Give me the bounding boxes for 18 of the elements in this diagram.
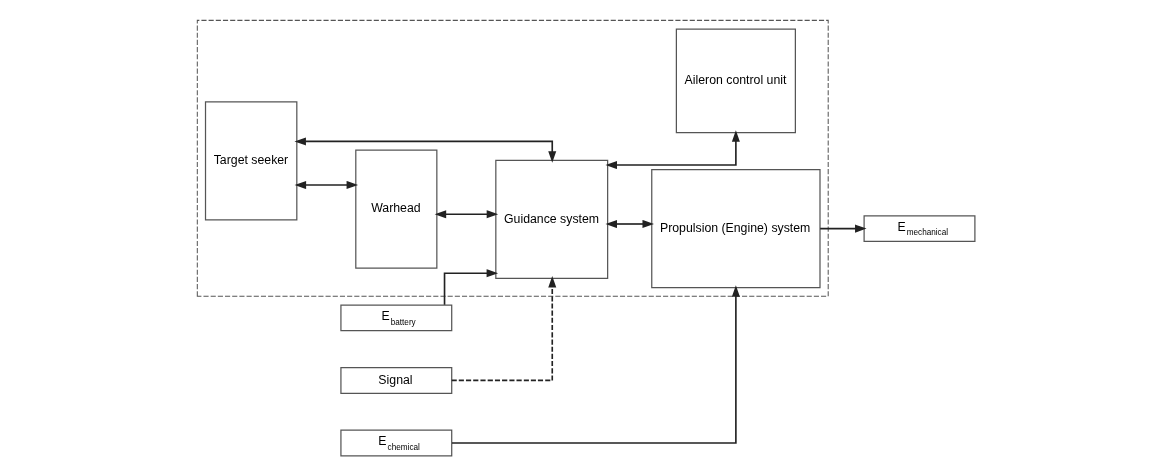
arrow [434, 210, 499, 219]
arrow [450, 275, 557, 382]
node-box: Signal [340, 367, 453, 394]
node-box: Aileron control unit [675, 28, 796, 134]
node-box: Warhead [355, 149, 438, 269]
node-box: Propulsion (Engine) system [651, 169, 821, 289]
node-box: Target seeker [204, 101, 298, 221]
node-box: E$_{mechanical}$ [863, 215, 976, 243]
arrow [451, 285, 740, 444]
node-box: E$_{chemical}$ [340, 429, 453, 457]
node-box: Guidance system [495, 159, 609, 279]
arrow [294, 137, 557, 163]
arrow [605, 219, 654, 229]
arrow [294, 181, 359, 190]
node-box: E$_{battery}$ [340, 304, 453, 332]
arrow [605, 130, 740, 170]
arrow [819, 224, 867, 233]
arrow [443, 269, 499, 306]
